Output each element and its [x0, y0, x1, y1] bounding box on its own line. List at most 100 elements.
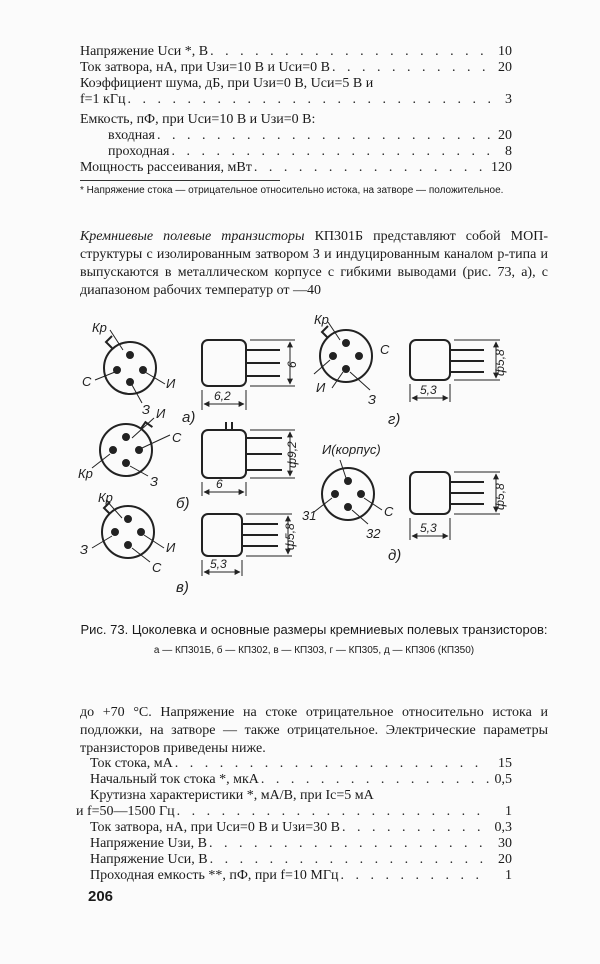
pin-label: С	[152, 560, 162, 575]
continuation-text: до +70 °С. Напряжение на стоке отрицател…	[80, 705, 548, 756]
spec-label: Напряжение Uзи, В	[90, 836, 207, 851]
spec-label: Ток затвора, нА, при Uзи=10 В и Uси=0 В	[80, 60, 331, 75]
spec-row: Ток затвора, нА, при Uси=0 В и Uзи=30 В 0…	[90, 820, 512, 836]
spec-label: Коэффициент шума, дБ, при Uзи=0 В, Uси=5…	[80, 76, 374, 91]
pin-label: И	[166, 376, 176, 391]
spec-value: 8	[505, 144, 512, 159]
leader-dots	[340, 820, 490, 836]
dim-label: ф5,8	[283, 523, 297, 550]
spec-label: и f=50—1500 Гц	[76, 804, 175, 819]
spec-row: Напряжение Uси *, В 10	[80, 44, 512, 60]
spec-value: 120	[491, 160, 512, 175]
spec-row: Ток стока, мА 15	[90, 756, 512, 772]
pin-label: 31	[302, 508, 316, 523]
body-a	[201, 339, 295, 410]
leader-dots	[208, 852, 490, 868]
pin-label: З	[150, 474, 158, 489]
spec-label: Напряжение Uси *, В	[80, 44, 209, 59]
spec-value: 3	[505, 92, 512, 107]
spec-value: 15	[498, 756, 512, 771]
figure-letter: а)	[182, 409, 195, 426]
leader-dots	[208, 44, 490, 60]
spec-row: f=1 кГц 3	[80, 92, 512, 108]
continuation-paragraph: до +70 °С. Напряжение на стоке отрицател…	[80, 704, 548, 758]
dim-label: ф9,2	[285, 441, 299, 468]
pinout-a	[94, 329, 166, 404]
pin-label: 32	[366, 526, 381, 541]
spec-label: f=1 кГц	[80, 92, 126, 107]
spec-row: Емкость, пФ, при Uси=10 В и Uзи=0 В:	[80, 112, 512, 128]
pin-label: З	[80, 542, 88, 557]
spec-row: Ток затвора, нА, при Uзи=10 В и Uси=0 В 2…	[80, 60, 512, 76]
dim-label: 6	[285, 361, 299, 368]
spec-label: Ток затвора, нА, при Uси=0 В и Uзи=30 В	[90, 820, 341, 835]
spec-label: Начальный ток стока *, мкА	[90, 772, 259, 787]
spec-value: 30	[498, 836, 512, 851]
pinout-v	[91, 499, 165, 563]
figure-caption: Рис. 73. Цоколевка и основные размеры кр…	[80, 622, 548, 658]
dim-label: 6	[216, 477, 223, 491]
leader-dots	[125, 92, 490, 108]
spec-value: 0,5	[494, 772, 513, 787]
spec-row: Мощность рассеивания, мВт 120	[80, 160, 512, 176]
leader-dots	[173, 756, 490, 772]
top-spec-table: Напряжение Uси *, В 10 Ток затвора, нА, п…	[80, 44, 512, 176]
spec-value: 1	[505, 868, 512, 883]
spec-label: Мощность рассеивания, мВт	[80, 160, 252, 175]
caption-legend: а — КП301Б, б — КП302, в — КП303, г — КП…	[153, 645, 475, 656]
spec-row: входная 20	[80, 128, 512, 144]
pin-label: З	[142, 402, 150, 417]
caption-main: Рис. 73. Цоколевка и основные размеры кр…	[80, 622, 548, 637]
pin-label: Кр	[314, 312, 329, 327]
spec-label: Ток стока, мА	[90, 756, 173, 771]
dim-label: 5,3	[420, 383, 437, 397]
leader-dots	[155, 128, 490, 144]
pinout-b	[91, 417, 171, 477]
spec-row: Начальный ток стока *, мкА 0,5	[90, 772, 512, 788]
spec-row: и f=50—1500 Гц 1	[76, 804, 512, 820]
bottom-spec-table: Ток стока, мА 15 Начальный ток стока *, м…	[76, 756, 512, 884]
intro-paragraph: Кремниевые полевые транзисторы КП301Б пр…	[80, 228, 548, 300]
figure-letter: г)	[388, 411, 400, 428]
leader-dots	[330, 60, 490, 76]
body-v	[201, 513, 292, 576]
pin-label: Кр	[98, 490, 113, 505]
dim-label: ф5,8	[493, 349, 507, 376]
dim-label: 5,3	[210, 557, 227, 571]
pinout-d	[313, 459, 383, 525]
leader-dots	[338, 868, 490, 884]
spec-label: Проходная емкость **, пФ, при f=10 МГц	[90, 868, 339, 883]
leader-dots	[252, 160, 490, 176]
pin-label: Кр	[78, 466, 93, 481]
spec-label: входная	[108, 128, 155, 143]
pin-label: Кр	[92, 320, 107, 335]
page-number: 206	[88, 888, 114, 905]
spec-row: Проходная емкость **, пФ, при f=10 МГц 1	[90, 868, 512, 884]
pin-label: И	[156, 406, 166, 421]
pinout-g	[313, 321, 373, 391]
footnote-rule	[80, 180, 280, 181]
spec-value: 0,3	[494, 820, 513, 835]
pin-label: И	[316, 380, 326, 395]
spec-value: 1	[505, 804, 512, 819]
intro-text: КП301Б представляют собой МОП-структуры …	[80, 229, 548, 298]
pin-label: З	[368, 392, 376, 407]
leader-dots	[169, 144, 490, 160]
leader-dots	[175, 804, 490, 820]
pin-label: И(корпус)	[322, 442, 381, 457]
figure-73: Кр С И З 6,2 6 а) И С Кр З 6 ф9,2 б) Кр …	[78, 312, 507, 596]
pin-label: С	[380, 342, 390, 357]
spec-row: Крутизна характеристики *, мА/В, при Iс=…	[90, 788, 512, 804]
spec-value: 20	[498, 128, 512, 143]
figure-letter: д)	[388, 547, 401, 564]
spec-value: 20	[498, 60, 512, 75]
pin-label: С	[384, 504, 394, 519]
spec-row: Напряжение Uзи, В 30	[90, 836, 512, 852]
spec-label: Напряжение Uси, В	[90, 852, 208, 867]
spec-value: 10	[498, 44, 512, 59]
leader-dots	[259, 772, 490, 788]
spec-label: проходная	[108, 144, 170, 159]
figure-letter: б)	[176, 495, 189, 512]
body-g	[409, 339, 500, 402]
spec-row: Коэффициент шума, дБ, при Uзи=0 В, Uси=5…	[80, 76, 512, 92]
